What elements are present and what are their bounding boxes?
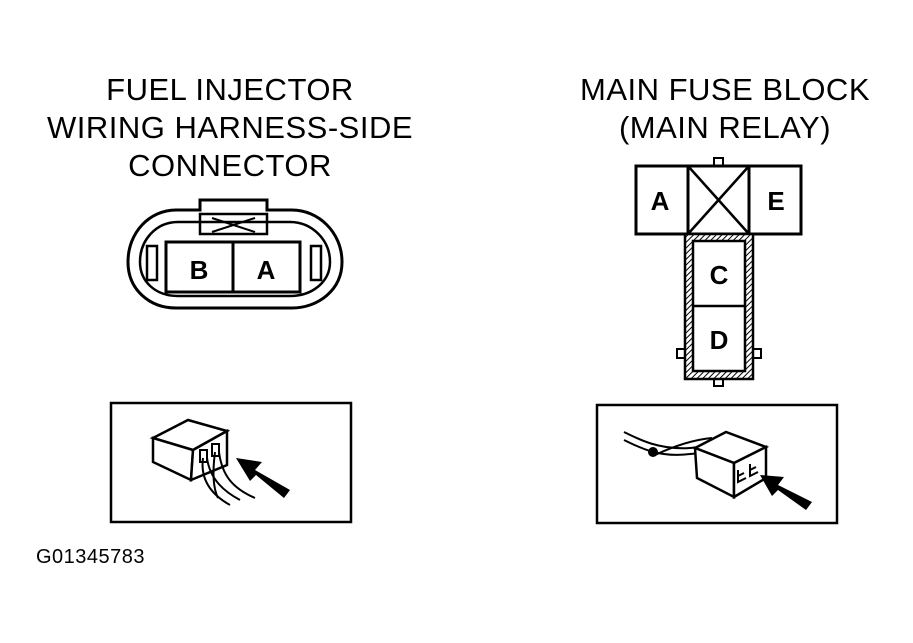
fuel-injector-title: FUEL INJECTOR WIRING HARNESS-SIDE CONNEC… — [20, 71, 440, 185]
relay-pin-a-label: A — [651, 186, 670, 216]
relay-pin-c-label: C — [710, 260, 729, 290]
relay-pin-d-label: D — [710, 325, 729, 355]
injector-probe-inset — [109, 401, 353, 524]
injector-pin-a-label: A — [257, 255, 276, 285]
probe-arrow-icon — [236, 458, 290, 498]
main-relay-connector — [634, 157, 803, 387]
injector-pin-b-label: B — [190, 255, 209, 285]
figure-id-label: G01345783 — [36, 546, 146, 568]
relay-probe-inset — [595, 403, 839, 525]
relay-probe-arrow-icon — [760, 475, 812, 510]
main-fuse-block-title: MAIN FUSE BLOCK (MAIN RELAY) — [540, 71, 910, 147]
relay-pin-e-label: E — [767, 186, 784, 216]
fuel-injector-title-line1: FUEL INJECTOR — [106, 72, 354, 107]
main-fuse-block-title-line1: MAIN FUSE BLOCK — [580, 72, 870, 107]
main-fuse-block-title-line2: (MAIN RELAY) — [618, 110, 832, 145]
injector-connector-sketch-icon — [149, 418, 256, 506]
injector-inset-frame — [109, 401, 353, 524]
relay-wires-sketch — [623, 431, 716, 457]
relay-connector-sketch-icon — [691, 430, 770, 500]
fuel-injector-title-line3: CONNECTOR — [128, 148, 332, 183]
fuel-injector-title-line2: WIRING HARNESS-SIDE — [46, 110, 414, 145]
fuel-injector-connector — [126, 198, 344, 310]
